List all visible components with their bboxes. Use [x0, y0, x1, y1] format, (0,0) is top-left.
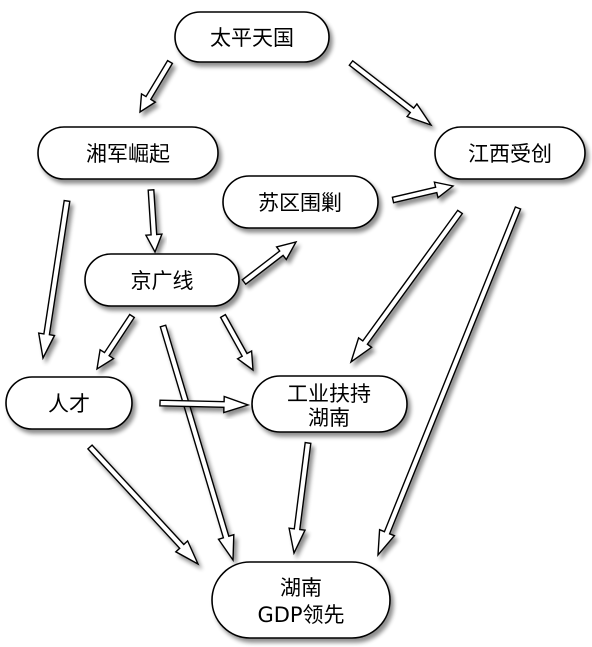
- arrow-xiangjun-to-jingguang: [144, 189, 163, 254]
- arrow-rencai-to-gdp: [86, 444, 200, 566]
- arrow-rencai-to-gongye: [159, 395, 251, 414]
- arrows-layer: [37, 59, 522, 566]
- node-rencai: 人才: [5, 376, 133, 430]
- node-gongye-label-line1: 工业扶持: [287, 382, 371, 406]
- arrow-jingguang-to-gongye: [219, 313, 254, 372]
- arrow-suqu-to-jiangxi: [391, 181, 455, 204]
- arrow-jingguang-to-suqu: [241, 240, 298, 286]
- node-suqu: 苏区围剿: [222, 175, 379, 229]
- node-jiangxi: 江西受创: [434, 126, 586, 180]
- arrow-jingguang-to-gdp: [159, 324, 235, 563]
- node-gdp-label-line2: GDP领先: [257, 603, 344, 627]
- node-jingguang-label: 京广线: [131, 269, 194, 293]
- arrow-jiangxi-to-gongye: [349, 209, 464, 364]
- node-gdp: 湖南 GDP领先: [211, 561, 391, 639]
- arrow-gongye-to-gdp: [288, 441, 312, 556]
- node-gdp-label-line1: 湖南: [280, 576, 322, 600]
- node-rencai-label: 人才: [48, 392, 90, 416]
- node-xiangjun-label: 湘军崛起: [86, 142, 170, 166]
- node-xiangjun: 湘军崛起: [37, 126, 219, 180]
- arrow-jiangxi-to-gdp: [377, 206, 522, 558]
- node-gongye-label-line2: 湖南: [308, 406, 350, 430]
- arrow-taiping-to-jiangxi: [348, 59, 433, 127]
- arrow-taiping-to-xiangjun: [139, 59, 174, 114]
- node-gongye: 工业扶持 湖南: [251, 375, 408, 433]
- node-jingguang: 京广线: [84, 253, 240, 307]
- node-suqu-label: 苏区围剿: [258, 191, 342, 215]
- arrow-xiangjun-to-rencai: [37, 199, 71, 361]
- arrow-jingguang-to-rencai: [96, 313, 136, 371]
- node-jiangxi-label: 江西受创: [468, 142, 552, 166]
- node-taiping: 太平天国: [174, 11, 330, 63]
- node-taiping-label: 太平天国: [210, 26, 294, 50]
